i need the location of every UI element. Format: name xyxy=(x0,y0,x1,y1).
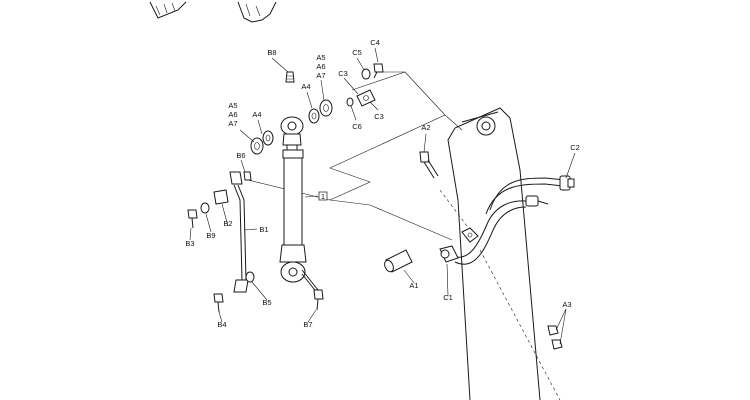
callout-a7-right: A7 xyxy=(316,71,325,80)
pipe-clamp xyxy=(461,227,479,243)
callout-a7-left: A7 xyxy=(228,119,237,128)
callout-b5: B5 xyxy=(262,298,271,307)
callout-b9: B9 xyxy=(206,231,215,240)
hydraulic-hose-c1 xyxy=(439,200,527,265)
bucket-edge-partial xyxy=(237,1,277,23)
callout-b6: B6 xyxy=(236,151,245,160)
callout-c6: C6 xyxy=(352,122,362,131)
hydraulic-hose-c2 xyxy=(485,175,575,215)
bracket-b2 xyxy=(213,189,229,205)
reference-number: 1 xyxy=(321,192,325,201)
nuts-a3 xyxy=(547,325,563,350)
washer-b5 xyxy=(245,271,255,283)
spacer-c6 xyxy=(346,97,354,107)
bolt-b6 xyxy=(243,171,252,181)
callout-a6-right: A6 xyxy=(316,62,325,71)
bucket-teeth-partial xyxy=(149,1,187,19)
callout-labels: B8 A5 A6 A7 A4 C5 C4 C3 C3 C6 A5 A6 A7 A… xyxy=(185,38,579,329)
callout-a6-left: A6 xyxy=(228,110,237,119)
callout-b2: B2 xyxy=(223,219,232,228)
callout-c3-top: C3 xyxy=(338,69,348,78)
callout-c2: C2 xyxy=(570,143,580,152)
callout-c1: C1 xyxy=(443,293,453,302)
bolt-b4 xyxy=(213,293,224,313)
bolt-c4 xyxy=(373,63,384,79)
callout-b3: B3 xyxy=(185,239,194,248)
boom-arm xyxy=(439,107,561,400)
callout-b8: B8 xyxy=(267,48,276,57)
grease-fitting-b8 xyxy=(285,71,295,83)
washer-b9 xyxy=(200,202,210,214)
callout-a3: A3 xyxy=(562,300,571,309)
shims-a4-right xyxy=(308,108,320,124)
rod-b1 xyxy=(229,171,249,293)
pin-a1 xyxy=(384,249,413,273)
callout-a5-left: A5 xyxy=(228,101,237,110)
callout-c5: C5 xyxy=(352,48,362,57)
callout-c3-bottom: C3 xyxy=(374,112,384,121)
callout-a1: A1 xyxy=(409,281,418,290)
reference-outline xyxy=(247,71,463,241)
callout-b7: B7 xyxy=(303,320,312,329)
washer-c5 xyxy=(361,68,371,80)
callout-c4: C4 xyxy=(370,38,380,47)
leader-lines xyxy=(189,47,576,345)
plate-c3 xyxy=(356,89,376,107)
bolt-a2 xyxy=(419,151,439,179)
callout-b1: B1 xyxy=(259,225,268,234)
bolt-b3 xyxy=(187,209,198,229)
grease-fitting-b7 xyxy=(313,289,324,311)
shim-a4 xyxy=(250,137,264,155)
callout-b4: B4 xyxy=(217,320,226,329)
reference-box xyxy=(318,191,328,201)
shims-a5-a7-right xyxy=(319,99,333,117)
callout-a4-right: A4 xyxy=(301,82,310,91)
callout-a2: A2 xyxy=(421,123,430,132)
shims-a5-a7-left xyxy=(262,130,274,146)
callout-a5-right: A5 xyxy=(316,53,325,62)
callout-a4-left: A4 xyxy=(252,110,261,119)
hydraulic-cylinder xyxy=(279,116,319,295)
